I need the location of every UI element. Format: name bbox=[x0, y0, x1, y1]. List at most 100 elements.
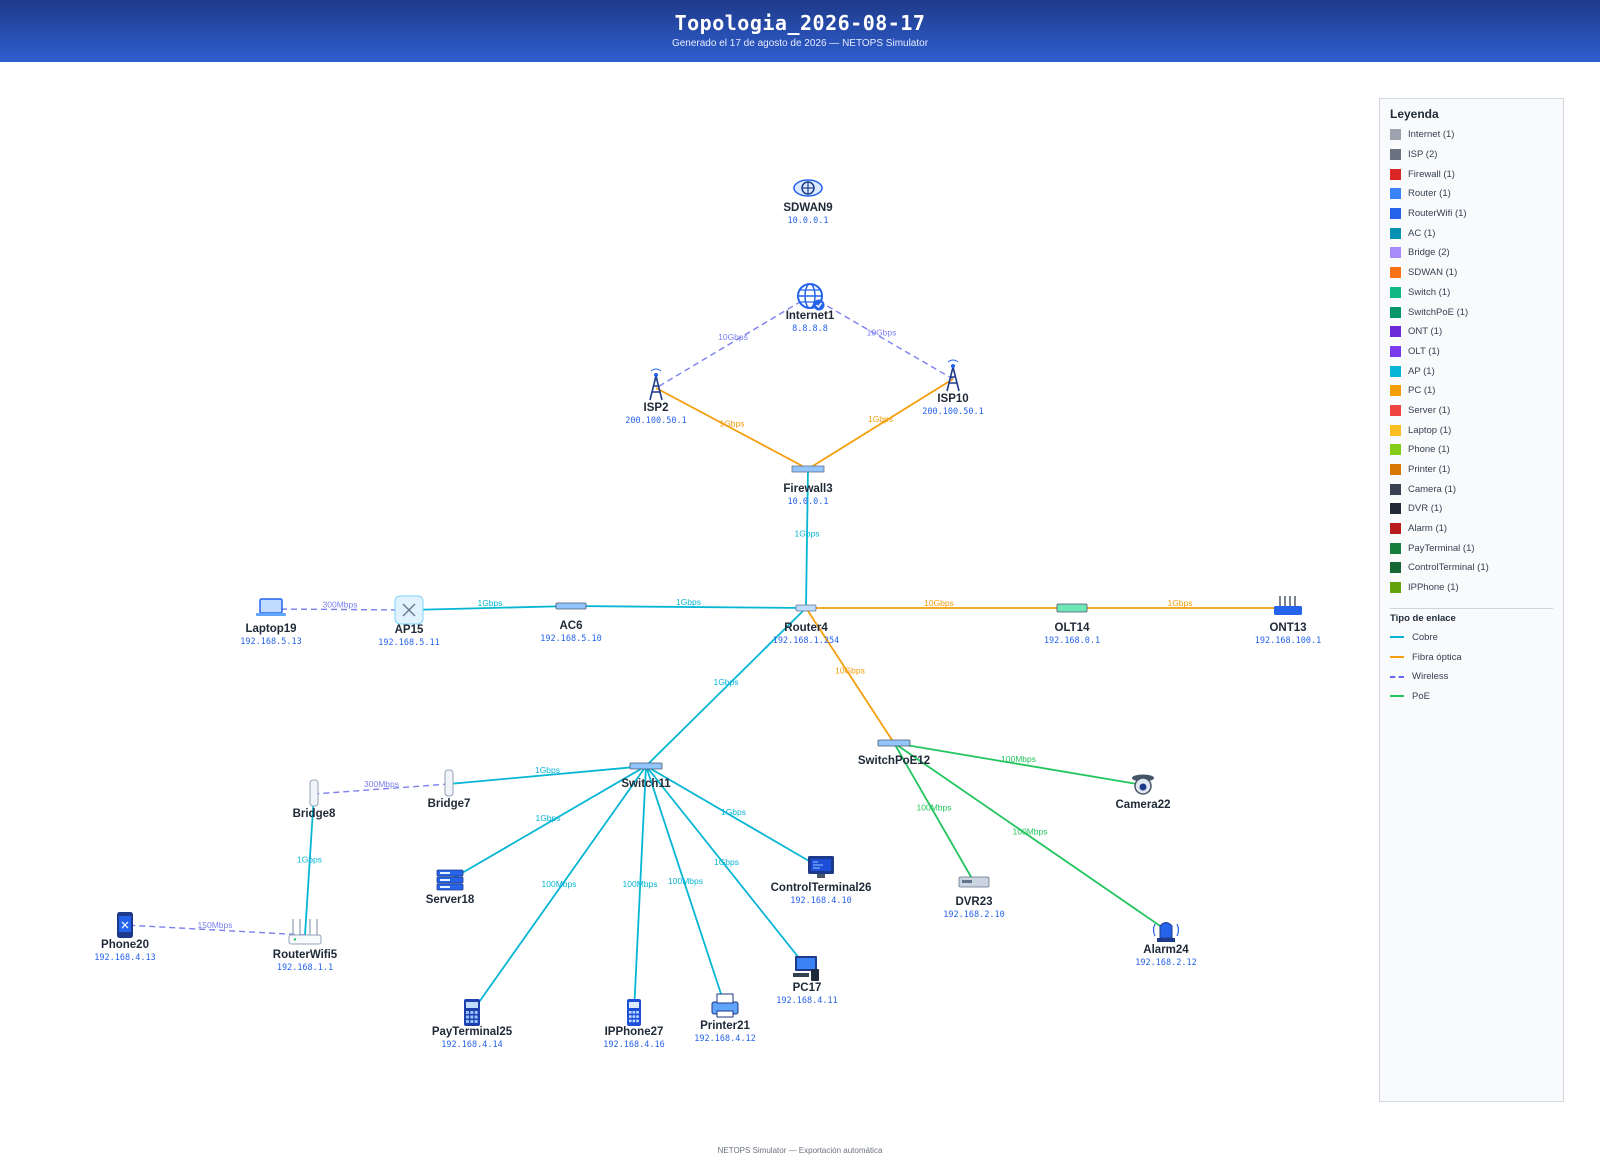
link-speed-label: 300Mbps bbox=[364, 779, 399, 789]
node-name: Laptop19 bbox=[245, 623, 296, 635]
link-speed-label: 10Gbps bbox=[835, 666, 865, 676]
node-Camera22[interactable]: Camera22 bbox=[1116, 774, 1171, 812]
node-Switch11[interactable]: Switch11 bbox=[621, 762, 671, 790]
legend-item: Printer (1) bbox=[1390, 460, 1553, 480]
node-Bridge8[interactable]: Bridge8 bbox=[293, 779, 336, 820]
legend-swatch bbox=[1390, 523, 1401, 535]
link-Switch11-Printer21: 100Mbps bbox=[645, 765, 726, 1007]
legend-swatch bbox=[1390, 464, 1401, 476]
node-Server18[interactable]: Server18 bbox=[426, 869, 475, 906]
access-point-icon bbox=[394, 595, 424, 625]
legend-swatch bbox=[1390, 424, 1401, 436]
link-line bbox=[471, 765, 647, 1013]
laptop-icon bbox=[256, 598, 286, 616]
node-name: Phone20 bbox=[101, 939, 149, 951]
ac-controller-icon bbox=[555, 602, 587, 610]
legend-label: PayTerminal (1) bbox=[1408, 542, 1475, 554]
link-speed-label: 1Gbps bbox=[713, 677, 738, 687]
link-line bbox=[893, 742, 1144, 786]
legend-label: AP (1) bbox=[1408, 365, 1435, 377]
ont-icon bbox=[1274, 596, 1302, 615]
legend-swatch bbox=[1390, 444, 1401, 456]
link-line bbox=[270, 608, 410, 611]
node-name: Firewall3 bbox=[783, 483, 832, 495]
link-AP15-AC6: 1Gbps bbox=[408, 598, 572, 611]
link-speed-label: 100Mbps bbox=[917, 803, 952, 813]
legend-label: Bridge (2) bbox=[1408, 247, 1450, 259]
legend-label: OLT (1) bbox=[1408, 345, 1440, 357]
legend-swatch bbox=[1390, 542, 1401, 554]
node-SDWAN9[interactable]: SDWAN9 10.0.0.1 bbox=[783, 179, 833, 226]
legend-label: Switch (1) bbox=[1408, 286, 1451, 298]
link-speed-label: 1Gbps bbox=[535, 765, 560, 775]
legend-item: Laptop (1) bbox=[1390, 420, 1553, 440]
node-name: SDWAN9 bbox=[783, 202, 832, 214]
node-ip: 192.168.4.10 bbox=[790, 896, 851, 906]
ip-phone-icon bbox=[627, 999, 641, 1026]
node-name: ISP10 bbox=[937, 393, 968, 405]
node-ip: 192.168.5.10 bbox=[540, 634, 601, 644]
node-name: Alarm24 bbox=[1143, 944, 1189, 956]
node-name: IPPhone27 bbox=[605, 1026, 664, 1038]
link-speed-label: 100Mbps bbox=[623, 879, 658, 889]
node-name: DVR23 bbox=[955, 896, 992, 908]
legend-item: Internet (1) bbox=[1390, 125, 1553, 145]
link-Bridge8-RouterWifi5: 1Gbps bbox=[297, 793, 322, 936]
node-name: Switch11 bbox=[621, 778, 671, 790]
link-line bbox=[313, 783, 450, 795]
link-speed-label: 100Mbps bbox=[542, 879, 577, 889]
legend-line-sample bbox=[1390, 695, 1404, 698]
legend-label: Server (1) bbox=[1408, 404, 1451, 416]
node-ip: 192.168.5.13 bbox=[240, 637, 301, 647]
legend-label: Laptop (1) bbox=[1408, 424, 1452, 436]
node-ip: 200.100.50.1 bbox=[625, 416, 686, 426]
pc-icon bbox=[793, 956, 819, 981]
legend-item: Switch (1) bbox=[1390, 283, 1553, 303]
legend-label: DVR (1) bbox=[1408, 503, 1443, 515]
legend-swatch bbox=[1390, 188, 1401, 200]
node-name: SwitchPoE12 bbox=[858, 755, 930, 767]
node-Laptop19[interactable]: Laptop19 192.168.5.13 bbox=[240, 598, 302, 647]
link-speed-label: 1Gbps bbox=[721, 807, 746, 817]
link-speed-label: 100Mbps bbox=[1001, 754, 1036, 764]
node-SwitchPoE12[interactable]: SwitchPoE12 bbox=[858, 739, 930, 767]
node-Bridge7[interactable]: Bridge7 bbox=[428, 769, 471, 810]
pay-terminal-icon bbox=[464, 999, 480, 1026]
legend-item: OLT (1) bbox=[1390, 342, 1553, 362]
node-ip: 192.168.0.1 bbox=[1044, 636, 1100, 646]
legend-swatch bbox=[1390, 365, 1401, 377]
legend-item: PayTerminal (1) bbox=[1390, 538, 1553, 558]
link-line bbox=[805, 607, 895, 744]
legend-item: SDWAN (1) bbox=[1390, 263, 1553, 283]
link-RouterWifi5-Phone20: 150Mbps bbox=[124, 920, 306, 936]
legend-item: DVR (1) bbox=[1390, 499, 1553, 519]
link-speed-label: 10Gbps bbox=[924, 598, 954, 608]
legend-link-title: Tipo de enlace bbox=[1390, 612, 1456, 624]
legend-label: Router (1) bbox=[1408, 188, 1451, 200]
link-Switch11-PC17: 1Gbps bbox=[645, 765, 808, 969]
node-ip: 10.0.0.1 bbox=[788, 216, 829, 226]
link-speed-label: 1Gbps bbox=[868, 414, 893, 424]
node-AC6[interactable]: AC6 192.168.5.10 bbox=[540, 602, 602, 644]
link-Switch11-Server18: 1Gbps bbox=[449, 765, 647, 881]
legend-swatch bbox=[1390, 345, 1401, 357]
node-name: AC6 bbox=[559, 620, 582, 632]
